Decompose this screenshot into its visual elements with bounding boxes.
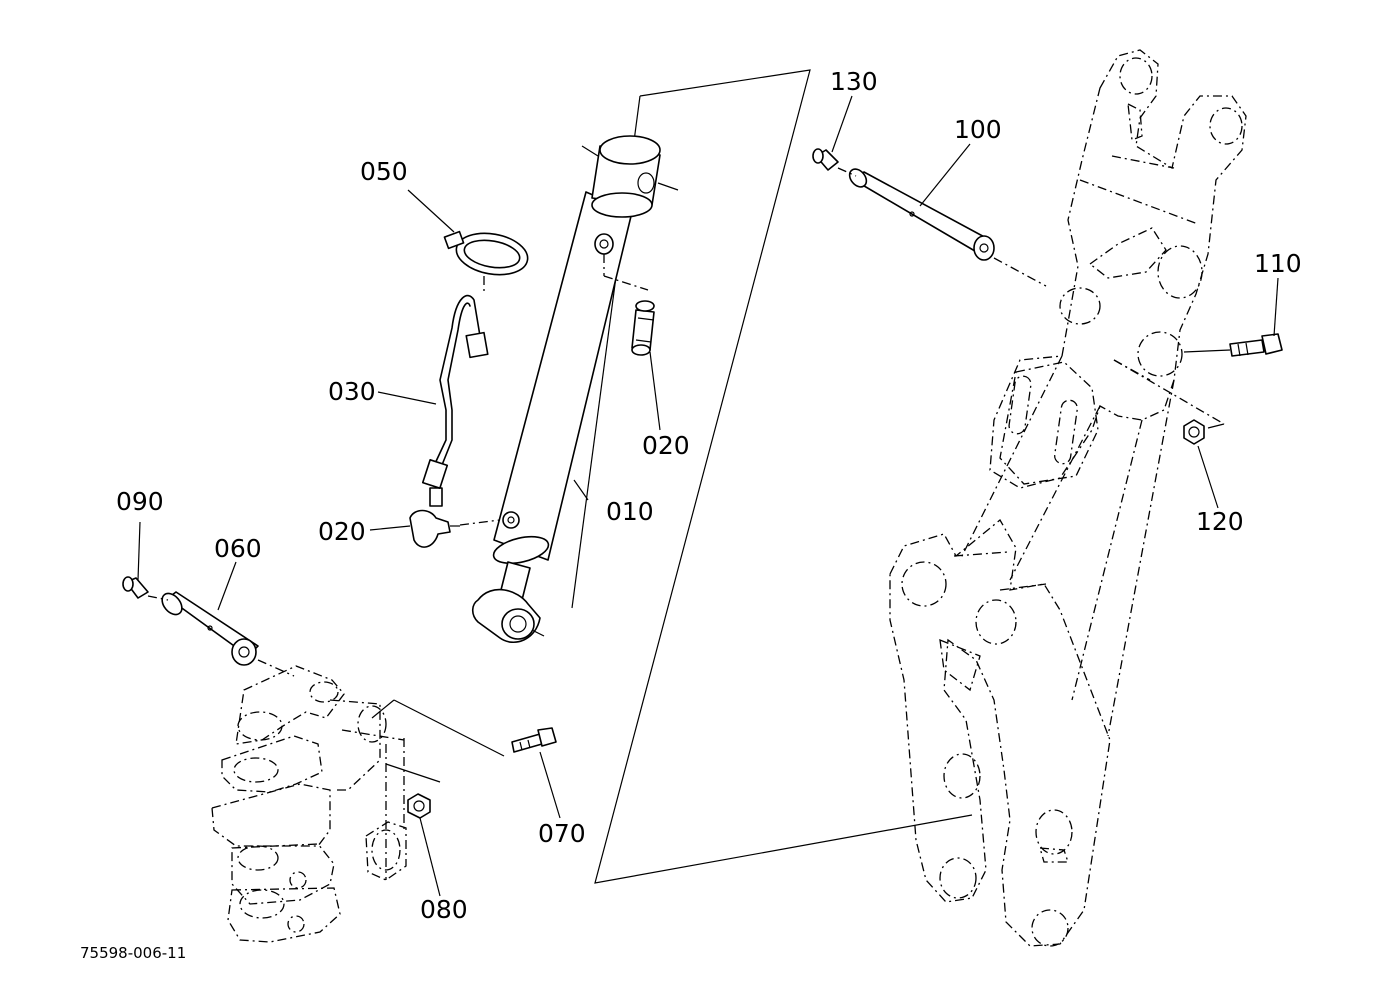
grease-nipple-lower[interactable]	[122, 576, 169, 601]
label-020-lower: 020	[318, 517, 366, 546]
hydraulic-cylinder[interactable]	[471, 135, 679, 643]
bolt-upper[interactable]	[1183, 333, 1283, 357]
pivot-pin-lower[interactable]	[158, 590, 295, 677]
label-130: 130	[830, 67, 878, 96]
label-050: 050	[360, 157, 408, 186]
label-020-upper: 020	[642, 431, 690, 460]
nut-lower[interactable]	[385, 763, 441, 819]
exploded-view-frame	[594, 69, 973, 884]
label-070: 070	[538, 819, 586, 848]
label-120: 120	[1196, 507, 1244, 536]
pivot-pin-upper[interactable]	[846, 166, 1047, 287]
label-110: 110	[1254, 249, 1302, 278]
label-010: 010	[606, 497, 654, 526]
label-090: 090	[116, 487, 164, 516]
label-030: 030	[328, 377, 376, 406]
drawing-code: 75598-006-11	[80, 944, 186, 962]
boom-assembly	[889, 49, 1247, 947]
grease-nipple-upper[interactable]	[631, 300, 655, 356]
grease-nipple-upper-pin[interactable]	[812, 148, 857, 177]
leader-lines	[137, 95, 1279, 897]
hydraulic-pipe[interactable]	[421, 294, 489, 489]
elbow-fitting[interactable]	[409, 487, 501, 548]
swing-bracket	[211, 665, 407, 943]
bolt-lower[interactable]	[371, 699, 557, 757]
label-060: 060	[214, 534, 262, 563]
nut-upper[interactable]	[1183, 419, 1225, 445]
label-080: 080	[420, 895, 468, 924]
hose-clamp[interactable]	[443, 228, 530, 292]
label-100: 100	[954, 115, 1002, 144]
